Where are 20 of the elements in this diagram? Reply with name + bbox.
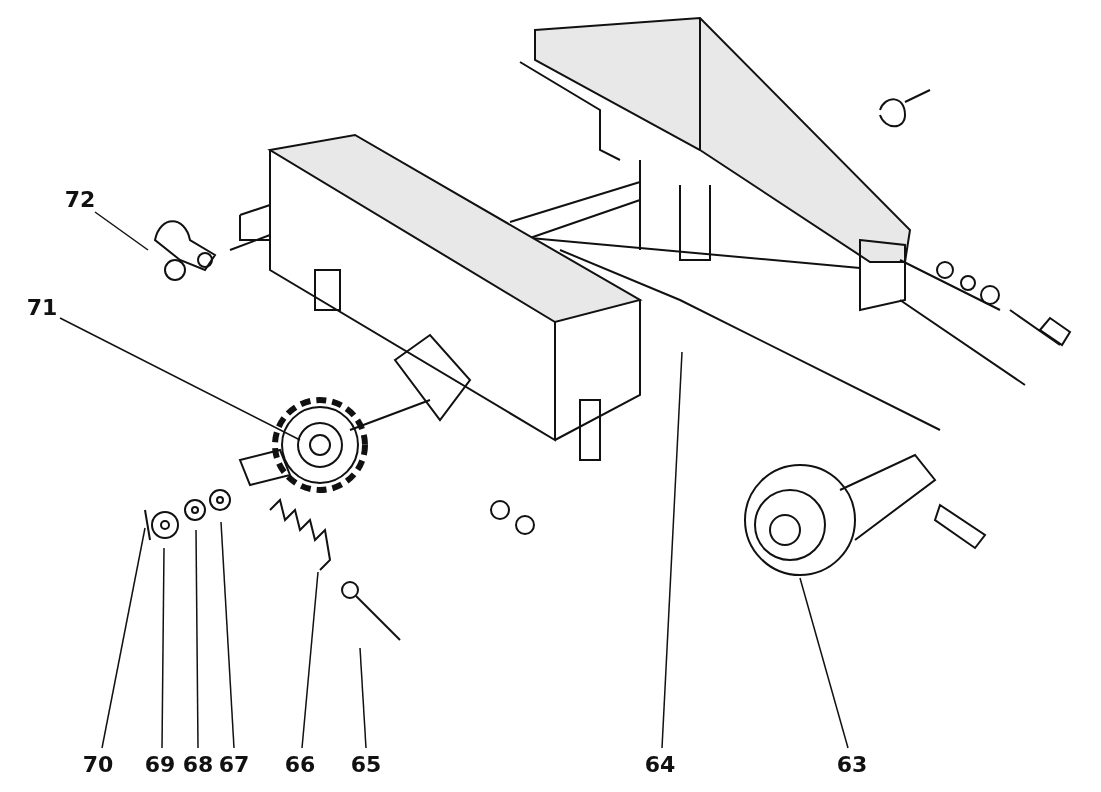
leader-line [220, 521, 235, 749]
callout-number: 64 [644, 753, 676, 777]
leader-line [101, 527, 146, 749]
callout-number: 71 [26, 296, 58, 320]
callout-number: 72 [64, 188, 96, 212]
leader-line [59, 317, 301, 441]
leader-line [359, 647, 367, 749]
callout-number: 69 [144, 753, 176, 777]
leader-line [195, 529, 199, 749]
leader-line [94, 211, 149, 251]
callout-number: 70 [82, 753, 114, 777]
callout-number: 66 [284, 753, 316, 777]
leader-line [161, 547, 165, 749]
callout-number: 65 [350, 753, 382, 777]
callout-number: 67 [218, 753, 250, 777]
leader-line [301, 571, 319, 749]
leader-line [661, 351, 683, 749]
leader-line [799, 577, 849, 749]
callout-number: 63 [836, 753, 868, 777]
callout-number: 68 [182, 753, 214, 777]
